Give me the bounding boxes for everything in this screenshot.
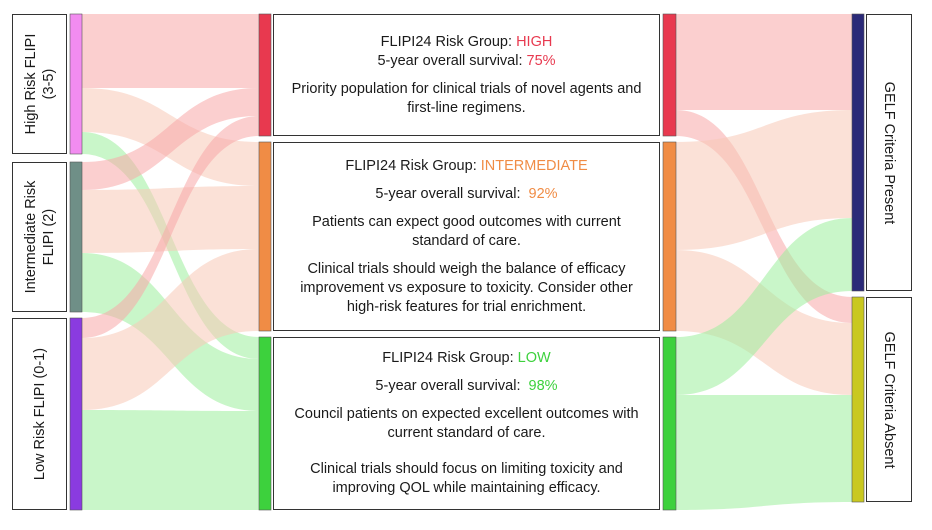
flow-highflipi-to-high [82, 14, 259, 88]
risk-group-low-note-1: Council patients on expected excellent o… [294, 406, 639, 441]
flow-lowflipi-to-high [82, 116, 259, 338]
node-bar-gelf-absent [851, 296, 865, 503]
risk-group-high-prefix: FLIPI24 Risk Group: [380, 33, 517, 50]
left-label-low-line1: Low Risk FLIPI (0-1) [31, 347, 48, 481]
node-bar-risk-high-right [662, 13, 677, 137]
node-bar-risk-low-right [662, 336, 677, 511]
risk-group-low-box: FLIPI24 Risk Group: LOW 5-year overall s… [273, 337, 660, 510]
node-bar-high-flipi [69, 13, 83, 155]
survival-low-prefix: 5-year overall survival: [375, 378, 529, 394]
node-bar-risk-high-left [258, 13, 272, 137]
node-bar-risk-intermediate-left [258, 141, 272, 332]
risk-group-high-name: HIGH [516, 33, 553, 50]
outcome-label-gelf-present: GELF Criteria Present [866, 14, 912, 291]
left-label-high-risk: High Risk FLIPI (3-5) [12, 14, 67, 154]
risk-group-low-prefix: FLIPI24 Risk Group: [382, 350, 518, 366]
risk-group-intermediate-note-1: Patients can expect good outcomes with c… [312, 213, 621, 249]
risk-group-low-title: FLIPI24 Risk Group: LOW [284, 349, 649, 368]
risk-group-high-survival: 5-year overall survival: 75% [284, 52, 649, 71]
risk-group-intermediate-prefix: FLIPI24 Risk Group: [345, 157, 481, 174]
left-label-intermediate-risk: Intermediate Risk FLIPI (2) [12, 162, 67, 312]
risk-group-intermediate-name: INTERMEDIATE [480, 157, 588, 174]
risk-group-intermediate-note-2: Clinical trials should weigh the balance… [300, 260, 633, 315]
outcome-label-gelf-absent: GELF Criteria Absent [866, 297, 912, 502]
left-label-low-risk-text: Low Risk FLIPI (0-1) [31, 348, 49, 480]
flow-intflipi-to-high [82, 88, 259, 190]
left-label-high-risk-text: High Risk FLIPI (3-5) [22, 34, 58, 135]
risk-group-intermediate-box: FLIPI24 Risk Group: INTERMEDIATE 5-year … [273, 142, 660, 331]
node-bar-low-flipi [69, 317, 83, 511]
risk-group-low-survival: 5-year overall survival: 98% [284, 377, 649, 396]
risk-group-high-title: FLIPI24 Risk Group: HIGH [284, 33, 649, 52]
left-label-intermediate-line1: Intermediate Risk [22, 180, 39, 294]
node-bar-gelf-present [851, 13, 865, 292]
survival-high-value: 75% [526, 52, 556, 69]
flow-low-to-gelf-present [676, 218, 852, 395]
left-label-low-risk: Low Risk FLIPI (0-1) [12, 318, 67, 510]
flow-low-to-gelf-absent [676, 395, 852, 510]
node-bars [69, 13, 865, 511]
flow-bands [82, 14, 852, 510]
survival-intermediate-value: 92% [528, 185, 558, 202]
risk-group-low-note-2: Clinical trials should focus on limiting… [310, 461, 623, 496]
risk-group-intermediate-survival: 5-year overall survival: 92% [284, 185, 649, 204]
risk-group-low-name: LOW [517, 350, 551, 366]
node-bar-risk-low-left [258, 336, 272, 511]
risk-group-high-box: FLIPI24 Risk Group: HIGH 5-year overall … [273, 14, 660, 136]
survival-low-value: 98% [528, 378, 558, 394]
flow-lowflipi-to-low [82, 410, 259, 510]
flow-intermediate-to-gelf-present [676, 110, 852, 250]
left-label-high-line2: (3-5) [40, 68, 57, 100]
risk-group-high-note: Priority population for clinical trials … [291, 80, 642, 116]
left-label-high-line1: High Risk FLIPI [22, 33, 39, 135]
left-label-intermediate-line2: FLIPI (2) [40, 208, 57, 266]
left-label-intermediate-risk-text: Intermediate Risk FLIPI (2) [22, 181, 58, 294]
node-bar-risk-intermediate-right [662, 141, 677, 332]
outcome-label-gelf-absent-text: GELF Criteria Absent [881, 331, 897, 468]
flow-lowflipi-to-intermediate [82, 249, 259, 410]
flow-high-to-gelf-present [676, 14, 852, 110]
survival-intermediate-prefix: 5-year overall survival: [375, 185, 529, 202]
outcome-label-gelf-present-text: GELF Criteria Present [881, 81, 897, 224]
survival-high-prefix: 5-year overall survival: [377, 52, 527, 69]
node-bar-intermediate-flipi [69, 161, 83, 313]
risk-group-intermediate-title: FLIPI24 Risk Group: INTERMEDIATE [284, 157, 649, 176]
